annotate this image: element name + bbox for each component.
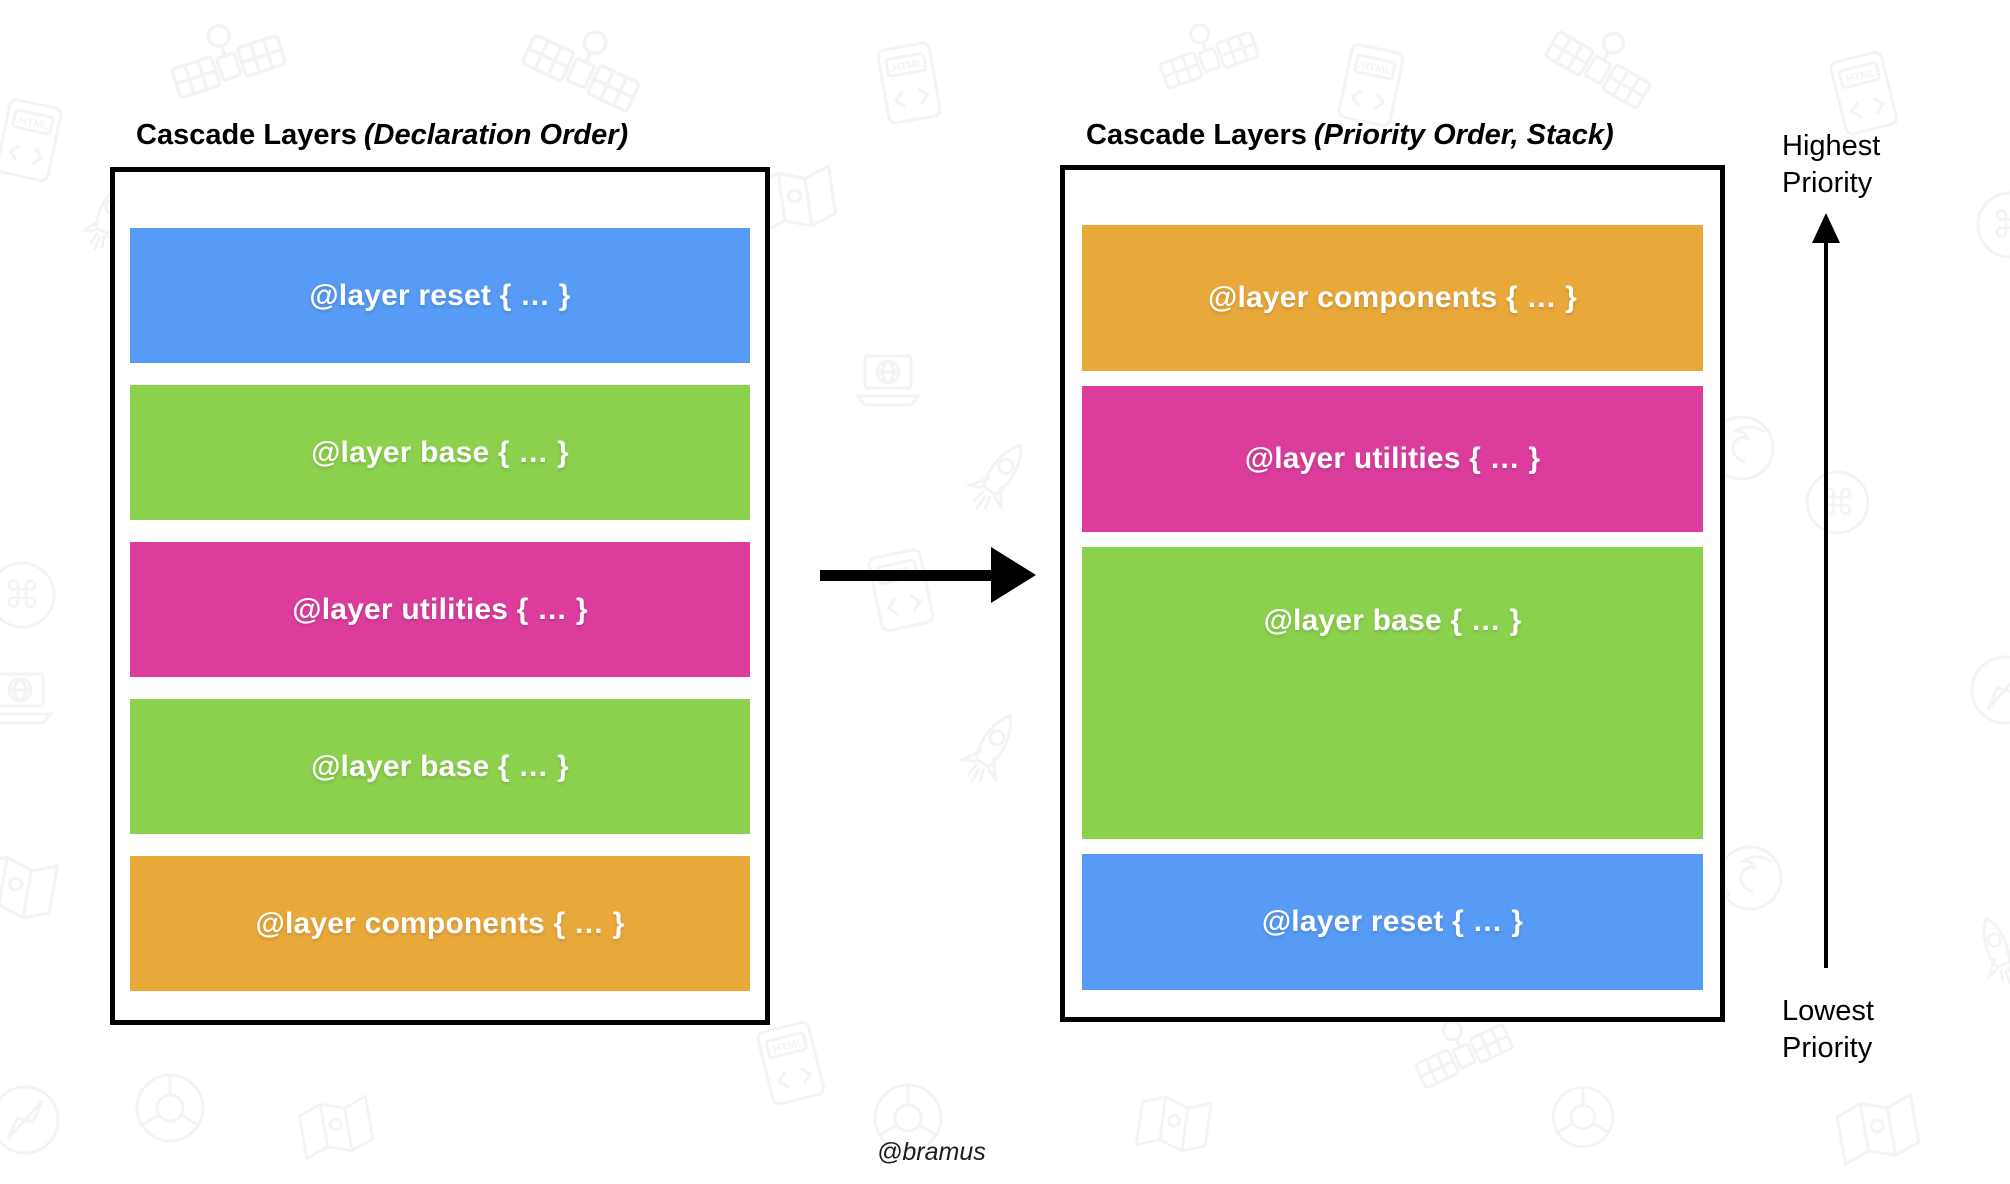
transform-arrow-head-icon [991,547,1036,603]
left-panel-title: Cascade Layers(Declaration Order) [136,119,628,152]
layer-label: @layer components { … } [1208,281,1577,314]
layer-bar-reset: @layer reset { … } [1082,854,1703,990]
map-icon [296,1094,376,1161]
lowest-priority-label: Lowest Priority [1782,995,1874,1064]
html-icon [875,40,943,126]
priority-arrow-line [1824,240,1828,968]
html-icon [0,97,64,184]
html-icon [755,1019,827,1107]
rocket-icon [953,704,1028,794]
html-icon [1336,42,1406,129]
layer-label: @layer utilities { … } [292,592,588,626]
satellite-icon [161,7,288,100]
satellite-icon [1150,7,1261,91]
panel-declaration-order: @layer reset { … } @layer base { … } @laye… [110,167,770,1025]
panel-priority-order: @layer components { … } @layer utilities … [1060,165,1725,1022]
command-icon [0,561,56,629]
layer-label: @layer reset { … } [1261,905,1524,938]
chrome-icon [1551,1085,1615,1149]
layer-bar-utilities: @layer utilities { … } [1082,386,1703,532]
layer-label: @layer components { … } [255,906,625,940]
layer-bar-components: @layer components { … } [1082,225,1703,371]
right-panel-title-text: Cascade Layers [1086,119,1307,151]
satellite-icon [1543,6,1666,111]
layer-bar-base: @layer base { … } [130,385,750,520]
layer-label: @layer base { … } [311,435,569,469]
laptop-icon [855,354,921,407]
right-panel-title: Cascade Layers(Priority Order, Stack) [1086,119,1614,152]
layer-bar-utilities: @layer utilities { … } [130,542,750,677]
compass-icon [0,1085,60,1155]
satellite-icon [520,6,654,114]
left-panel-title-annotation: (Declaration Order) [363,119,629,151]
rocket-icon [1968,910,2010,992]
map-icon [1834,1093,1922,1166]
layer-label: @layer base { … } [1263,604,1522,637]
map-icon [1135,1092,1213,1156]
layer-label: @layer base { … } [311,749,569,783]
html-icon [1828,49,1900,137]
left-panel-title-text: Cascade Layers [136,119,357,151]
firefox-icon [1717,845,1783,911]
laptop-icon [0,672,53,725]
compass-icon [1970,655,2010,725]
transform-arrow-line [820,570,992,581]
highest-priority-label: Highest Priority [1782,130,1881,199]
command-icon [1976,191,2010,259]
command-icon [1805,470,1870,535]
layer-label: @layer reset { … } [309,278,571,312]
map-icon [0,851,59,924]
right-panel-title-annotation: (Priority Order, Stack) [1313,119,1614,151]
layer-bar-reset: @layer reset { … } [130,228,750,363]
layer-bar-base-2: @layer base { … } [130,699,750,834]
layer-bar-base: @layer base { … } [1082,547,1703,839]
attribution: @bramus [877,1138,986,1166]
priority-arrow-up-icon [1812,213,1840,243]
chrome-icon [135,1073,205,1143]
rocket-icon [959,432,1039,522]
html-icon [866,547,936,634]
layer-label: @layer utilities { … } [1244,442,1541,475]
layer-bar-components: @layer components { … } [130,856,750,991]
